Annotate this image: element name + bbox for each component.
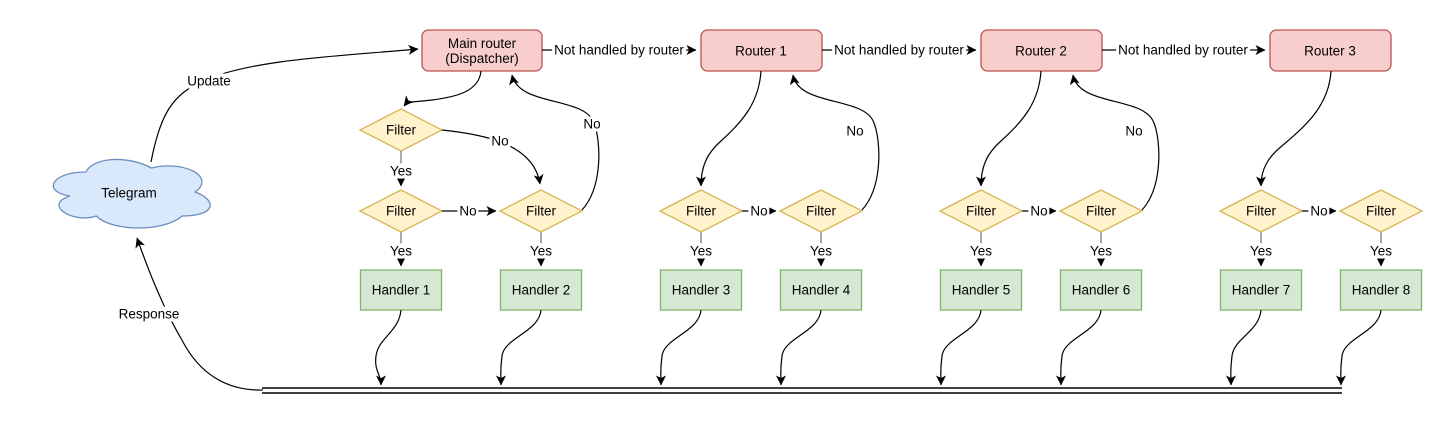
main-router-label: Main router (Dispatcher) <box>445 36 519 66</box>
filter-diamond-r3-2 <box>1338 189 1424 233</box>
handler-4-box <box>779 269 863 311</box>
handler-3-box <box>659 269 743 311</box>
edge-r3-to-filter <box>1256 70 1332 187</box>
edge-h1-to-bus <box>375 309 402 386</box>
label-yes-h6: Yes <box>1087 243 1115 259</box>
label-no-main-return: No <box>581 116 603 132</box>
edge-main-filter2-return-no <box>509 74 600 211</box>
label-yes-h7: Yes <box>1247 243 1275 259</box>
filter-diamond-main-2 <box>498 189 584 233</box>
edge-h3-to-bus <box>655 309 702 386</box>
router-1-label: Router 1 <box>735 43 787 59</box>
edge-h6-to-bus <box>1055 309 1102 386</box>
handler-1-label: Handler 1 <box>371 282 431 298</box>
label-yes-h8: Yes <box>1367 243 1395 259</box>
filter-diamond-r1-2 <box>778 189 864 233</box>
filter-label-main-2: Filter <box>526 203 556 219</box>
filter-label-main-top: Filter <box>386 122 416 138</box>
label-yes-h5: Yes <box>967 243 995 259</box>
filter-diamond-r2-2 <box>1058 189 1144 233</box>
handler-8-box <box>1339 269 1423 311</box>
filter-label-r3-2: Filter <box>1366 203 1396 219</box>
main-router-label-line2: (Dispatcher) <box>445 51 519 66</box>
label-response: Response <box>116 306 182 322</box>
handler-4-label: Handler 4 <box>791 282 851 298</box>
filter-label-r2-1: Filter <box>966 203 996 219</box>
label-yes-top: Yes <box>387 163 415 179</box>
label-not-handled-1: Not handled by router <box>552 42 686 58</box>
edge-r1-filter2-return-no <box>789 74 880 211</box>
edge-h7-to-bus <box>1225 309 1262 386</box>
label-no-r1-between: No <box>748 203 770 219</box>
handler-7-box <box>1219 269 1303 311</box>
edge-r2-to-filter <box>976 70 1042 187</box>
label-no-r2-between: No <box>1028 203 1050 219</box>
filter-label-main-1: Filter <box>386 203 416 219</box>
handler-5-label: Handler 5 <box>951 282 1011 298</box>
edge-r1-to-filter <box>696 70 762 187</box>
handler-2-label: Handler 2 <box>511 282 571 298</box>
handler-2-box <box>499 269 583 311</box>
label-yes-h1: Yes <box>387 243 415 259</box>
label-yes-h3: Yes <box>687 243 715 259</box>
telegram-label: Telegram <box>101 185 157 201</box>
edge-h2-to-bus <box>495 309 542 386</box>
label-no-r3-between: No <box>1308 203 1330 219</box>
label-yes-h4: Yes <box>807 243 835 259</box>
label-no-main-top: No <box>489 133 511 149</box>
router-2-label: Router 2 <box>1015 43 1067 59</box>
filter-label-r1-2: Filter <box>806 203 836 219</box>
edge-main-to-filter-top <box>403 70 482 107</box>
edge-h4-to-bus <box>775 309 822 386</box>
edge-r2-filter2-return-no <box>1069 74 1160 211</box>
handler-6-label: Handler 6 <box>1071 282 1131 298</box>
edge-h8-to-bus <box>1335 309 1382 386</box>
handler-1-box <box>359 269 443 311</box>
edge-update <box>150 44 419 163</box>
main-router-label-line1: Main router <box>447 36 517 51</box>
handler-6-box <box>1059 269 1143 311</box>
label-update: Update <box>185 73 233 89</box>
router-3-label: Router 3 <box>1304 43 1356 59</box>
handler-3-label: Handler 3 <box>671 282 731 298</box>
filter-label-r3-1: Filter <box>1246 203 1276 219</box>
handler-8-label: Handler 8 <box>1351 282 1411 298</box>
label-not-handled-3: Not handled by router <box>1116 42 1250 58</box>
label-no-main-between: No <box>457 203 479 219</box>
edge-h5-to-bus <box>935 309 982 386</box>
label-no-r2-return: No <box>1123 123 1145 139</box>
label-no-r1-return: No <box>844 123 866 139</box>
label-yes-h2: Yes <box>527 243 555 259</box>
handler-7-label: Handler 7 <box>1231 282 1291 298</box>
filter-label-r1-1: Filter <box>686 203 716 219</box>
label-not-handled-2: Not handled by router <box>832 42 966 58</box>
edge-response <box>135 237 264 391</box>
filter-label-r2-2: Filter <box>1086 203 1116 219</box>
telegram-cloud <box>52 158 211 229</box>
